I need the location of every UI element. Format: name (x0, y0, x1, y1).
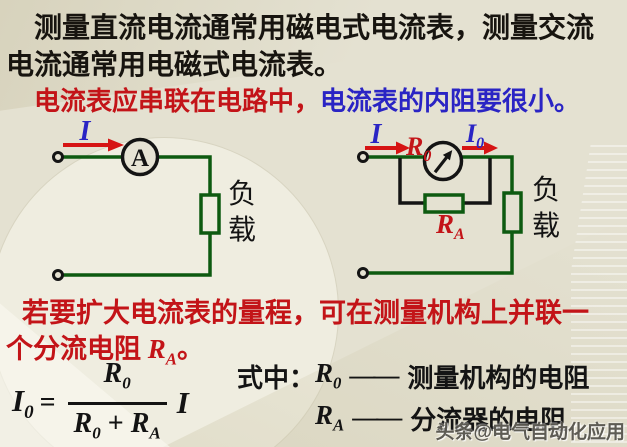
wire-bottom-left (63, 233, 212, 277)
terminal-top-icon (52, 151, 64, 163)
fraction-bar (67, 401, 167, 405)
formula-fraction: R0 R0+RA (67, 357, 167, 447)
fraction-denominator: R0+RA (73, 407, 161, 443)
load-resistor-symbol (199, 193, 221, 235)
formula-lhs: I0 (12, 382, 34, 423)
shunt-resistance-label: RA (435, 209, 465, 243)
fraction-numerator: R0 (103, 358, 131, 393)
rule-line: 电流表应串联在电路中，电流表的内阻要很小。 (34, 86, 580, 118)
meter-needle-icon (433, 150, 453, 174)
legend-prefix: 式中： (237, 363, 316, 393)
shunt-note-line-2: 个分流电阻 RA。 (6, 331, 626, 377)
input-current-label: I (370, 119, 383, 150)
shunt-note-line-2-text: 个分流电阻 (6, 334, 148, 364)
legend-symbol-ra: RA (315, 400, 345, 435)
legend-row-r0: 式中： R0 —— 测量机构的电阻 (237, 357, 589, 395)
shunt-resistor-symbol (423, 193, 465, 214)
wire-bottom-right (367, 232, 514, 275)
ammeter-icon (120, 137, 160, 177)
current-label: I (79, 116, 92, 147)
terminal-bottom-icon (52, 269, 64, 281)
formula-rhs: I (176, 385, 189, 421)
shunt-branch-left (398, 158, 425, 205)
shunt-branch-right (463, 158, 492, 205)
shunt-meter-circuit-diagram: I R0 I0 RA (357, 119, 523, 279)
current-arrowhead-icon (108, 138, 124, 152)
wire-top-left (63, 155, 212, 195)
rule-internal-resistance-text: 电流表的内阻要很小。 (320, 87, 581, 116)
series-ammeter-circuit-diagram: A I (52, 116, 221, 281)
symbol-legend: 式中： R0 —— 测量机构的电阻 RA —— 分流器的电阻 (237, 357, 589, 441)
terminal-bottom-icon (357, 267, 369, 279)
meter-current-arrowhead-icon (484, 141, 498, 155)
ammeter-label: A (131, 145, 149, 172)
terminal-top-icon (357, 151, 369, 163)
legend-row-ra: RA —— 分流器的电阻 (237, 399, 589, 437)
shunt-resistor-symbol-text: RA (147, 334, 177, 369)
watermark: 头条@电气自动化应用 (435, 422, 625, 443)
legend-dash: —— (352, 403, 402, 432)
wire-top-right (367, 155, 514, 193)
equals-sign: = (39, 387, 56, 419)
legend-dash: —— (349, 361, 399, 390)
rule-series-text: 电流表应串联在电路中， (34, 87, 321, 116)
shunt-note-line-1: 若要扩大电流表的量程，可在测量机构上并联一 (22, 298, 589, 328)
load-resistor-symbol (502, 191, 523, 234)
input-current-arrowhead-icon (396, 141, 410, 155)
meter-current-label: I0 (465, 119, 484, 152)
shunt-note: 若要扩大电流表的量程，可在测量机构上并联一 个分流电阻 RA。 (6, 295, 626, 377)
intro-line-1: 测量直流电流通常用磁电式电流表，测量交流 (34, 13, 595, 44)
legend-desc-r0: 测量机构的电阻 (407, 363, 590, 393)
current-divider-formula: I0 = R0 R0+RA I (12, 357, 189, 447)
left-load-label: 负载 (227, 179, 256, 246)
right-load-label: 负载 (531, 175, 560, 242)
legend-desc-ra: 分流器的电阻 (410, 405, 567, 435)
shunt-note-period: 。 (176, 334, 204, 364)
intro-paragraph: 测量直流电流通常用磁电式电流表，测量交流 电流通常用电磁式电流表。 (6, 10, 622, 84)
intro-line-2: 电流通常用电磁式电流表。 (6, 50, 343, 81)
meter-resistance-label: R0 (405, 132, 431, 165)
legend-symbol-r0: R0 (315, 358, 342, 393)
